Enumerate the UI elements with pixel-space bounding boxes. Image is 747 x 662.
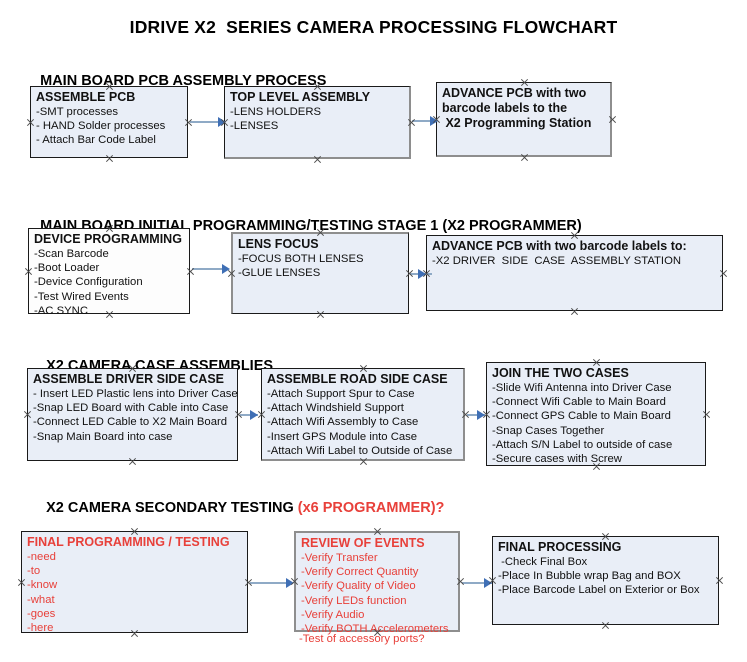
section-heading-text: MAIN BOARD PCB ASSEMBLY PROCESS (40, 73, 327, 89)
node-title: JOIN THE TWO CASES (492, 366, 629, 380)
node-line: -here (27, 622, 54, 635)
node-line: -goes (27, 607, 56, 620)
node-line: - HAND Solder processes (36, 120, 166, 133)
node-title: REVIEW OF EVENTS (301, 536, 425, 550)
node-join-the-two-cases[interactable]: JOIN THE TWO CASES -Slide Wifi Antenna i… (486, 362, 706, 466)
node-title: ADVANCE PCB with two barcode labels to: (432, 239, 687, 253)
node-review-of-events-overflow-line: -Test of accessory ports? (299, 633, 425, 645)
node-assemble-pcb[interactable]: ASSEMBLE PCB -SMT processes - HAND Solde… (30, 86, 188, 158)
node-line: -Attach Wifi Assembly to Case (267, 416, 419, 429)
node-line: -AC SYNC (34, 304, 88, 317)
node-line: -Verify BOTH Accelerometers (301, 623, 449, 636)
node-assemble-road-side-case[interactable]: ASSEMBLE ROAD SIDE CASE -Attach Support … (261, 368, 465, 461)
node-title: TOP LEVEL ASSEMBLY (230, 90, 371, 104)
node-line: -to (27, 565, 41, 578)
node-title: LENS FOCUS (238, 237, 319, 251)
node-line: barcode labels to the (442, 101, 568, 115)
node-title: FINAL PROCESSING (498, 540, 622, 554)
node-line: -Verify Quality of Video (301, 580, 416, 593)
node-line: - Insert LED Plastic lens into Driver Ca… (33, 388, 238, 400)
node-line: -Snap Cases Together (492, 424, 605, 437)
node-line: -Verify Transfer (301, 552, 378, 564)
node-line: -Verify LEDs function (301, 594, 407, 607)
node-line: -LENS HOLDERS (230, 106, 322, 118)
section-heading-text: X2 CAMERA SECONDARY TESTING (46, 500, 298, 516)
node-line: -Test Wired Events (34, 290, 129, 303)
node-line: -Attach Wifi Label to Outside of Case (267, 444, 453, 457)
node-line: -Connect LED Cable to X2 Main Board (33, 416, 228, 429)
node-line: -Snap LED Board with Cable into Case (33, 402, 229, 415)
node-review-of-events[interactable]: REVIEW OF EVENTS -Verify Transfer -Verif… (294, 531, 460, 635)
node-line: -Slide Wifi Antenna into Driver Case (492, 382, 672, 394)
node-line: -Insert GPS Module into Case (267, 430, 418, 443)
node-top-level-assembly[interactable]: TOP LEVEL ASSEMBLY -LENS HOLDERS -LENSES (224, 86, 411, 159)
node-title: ASSEMBLE DRIVER SIDE CASE (33, 372, 225, 386)
node-line: -Attach Support Spur to Case (267, 388, 415, 400)
node-line: X2 Programming Station (442, 116, 592, 130)
node-title: ADVANCE PCB with two (442, 86, 587, 100)
node-title: DEVICE PROGRAMMING (34, 232, 182, 246)
node-line: -Verify Audio (301, 608, 365, 621)
node-title: ASSEMBLE ROAD SIDE CASE (267, 372, 448, 386)
node-line: -Attach Windshield Support (267, 402, 404, 415)
node-title: FINAL PROGRAMMING / TESTING (27, 535, 230, 549)
node-line: - Attach Bar Code Label (36, 134, 156, 147)
node-line: -need (27, 551, 56, 563)
node-line: -Snap Main Board into case (33, 430, 173, 443)
node-line: -Boot Loader (34, 262, 100, 275)
node-line: -GLUE LENSES (238, 267, 321, 280)
node-line: -what (27, 593, 55, 606)
node-lens-focus[interactable]: LENS FOCUS -FOCUS BOTH LENSES -GLUE LENS… (231, 232, 409, 314)
node-line: -know (27, 579, 58, 592)
node-line: -Place In Bubble wrap Bag and BOX (498, 570, 681, 583)
section-heading-main-board-pcb-assembly: MAIN BOARD PCB ASSEMBLY PROCESS (24, 57, 326, 105)
node-line: -Check Final Box (498, 556, 588, 568)
node-line: -Scan Barcode (34, 248, 109, 260)
node-line: -Place Barcode Label on Exterior or Box (498, 584, 700, 597)
node-line: -SMT processes (36, 106, 119, 118)
node-line: -Attach S/N Label to outside of case (492, 438, 673, 451)
section-heading-x2-camera-secondary-testing: X2 CAMERA SECONDARY TESTING (x6 PROGRAMM… (30, 484, 444, 532)
node-line: -X2 DRIVER SIDE CASE ASSEMBLY STATION (432, 255, 682, 267)
node-line: -Verify Correct Quantity (301, 566, 419, 579)
node-line: -Connect Wifi Cable to Main Board (492, 396, 666, 409)
node-line: -Connect GPS Cable to Main Board (492, 410, 671, 423)
section-heading-accent: (x6 PROGRAMMER)? (297, 500, 445, 516)
node-line: -FOCUS BOTH LENSES (238, 253, 364, 265)
node-advance-pcb-driver-side[interactable]: ADVANCE PCB with two barcode labels to: … (426, 235, 723, 311)
page-title: IDRIVE X2 SERIES CAMERA PROCESSING FLOWC… (129, 17, 618, 37)
node-device-programming[interactable]: DEVICE PROGRAMMING -Scan Barcode -Boot L… (28, 228, 190, 317)
node-line: -Secure cases with Screw (492, 453, 622, 466)
node-advance-pcb-programming-station[interactable]: ADVANCE PCB with two barcode labels to t… (436, 82, 612, 157)
node-title: ASSEMBLE PCB (36, 90, 136, 104)
node-line: -LENSES (230, 120, 279, 133)
node-assemble-driver-side-case[interactable]: ASSEMBLE DRIVER SIDE CASE - Insert LED P… (27, 368, 238, 461)
node-line: -Device Configuration (34, 276, 143, 289)
node-final-processing[interactable]: FINAL PROCESSING -Check Final Box -Place… (492, 536, 719, 625)
node-final-programming-testing[interactable]: FINAL PROGRAMMING / TESTING -need -to -k… (21, 531, 248, 635)
